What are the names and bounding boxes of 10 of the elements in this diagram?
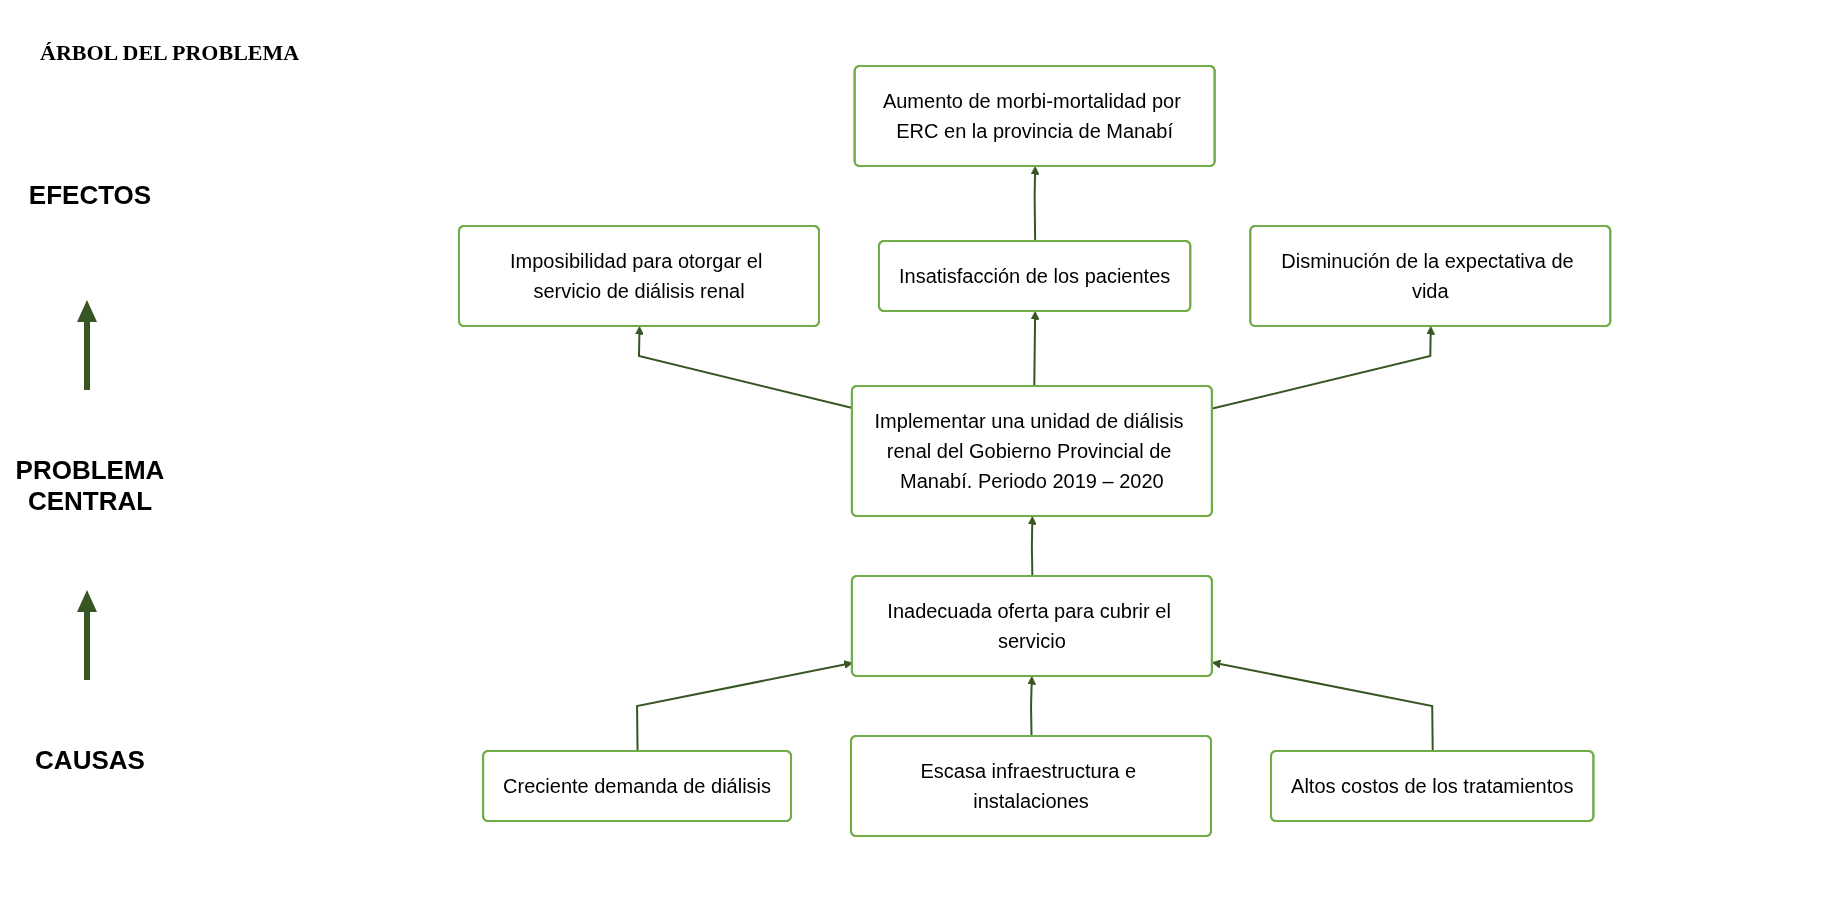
arrow	[1028, 516, 1037, 578]
node-text: Imposibilidad para otorgar el servicio de diálisis renal	[510, 250, 763, 302]
level-label: PROBLEMA CENTRAL	[14, 455, 166, 517]
level-label: CAUSAS	[34, 745, 146, 776]
arrow	[1212, 659, 1435, 753]
level-label: EFECTOS	[27, 180, 153, 211]
diagram-title: ÁRBOL DEL PROBLEMA	[40, 40, 300, 66]
arrow	[1030, 166, 1040, 243]
arrow	[1031, 311, 1040, 388]
arrow	[1027, 676, 1037, 738]
